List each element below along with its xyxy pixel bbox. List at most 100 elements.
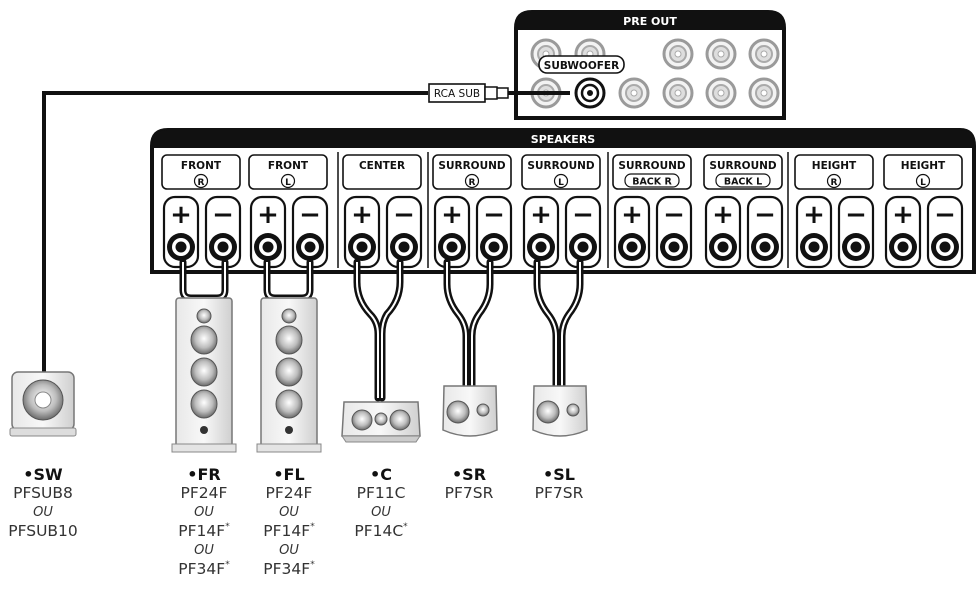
model-line: PF14F bbox=[263, 522, 311, 540]
channel-name: FRONT bbox=[268, 160, 309, 172]
rca-jack bbox=[705, 38, 737, 70]
rca-jack bbox=[662, 77, 694, 109]
channel-block: SURROUND L +− bbox=[521, 154, 602, 269]
negative-terminal: − bbox=[475, 195, 513, 269]
channel-block: CENTER +− bbox=[342, 154, 423, 269]
plus-symbol: + bbox=[892, 200, 914, 230]
speakers-title: SPEAKERS bbox=[531, 133, 596, 146]
footnote-mark: * bbox=[225, 522, 230, 532]
model-line: PF34F bbox=[263, 560, 311, 578]
minus-symbol: − bbox=[754, 200, 776, 230]
channel-side: L bbox=[920, 178, 926, 188]
negative-terminal: − bbox=[655, 195, 693, 269]
channel-side: R bbox=[198, 178, 205, 188]
negative-terminal: − bbox=[385, 195, 423, 269]
positive-terminal: + bbox=[522, 195, 560, 269]
channel-side: R bbox=[831, 178, 838, 188]
plus-symbol: + bbox=[257, 200, 279, 230]
or-separator: OU bbox=[33, 505, 53, 520]
surround-right-speaker-illustration bbox=[442, 385, 498, 437]
or-separator: OU bbox=[194, 543, 214, 558]
front-right-tower-illustration bbox=[171, 297, 237, 453]
negative-terminal: − bbox=[837, 195, 875, 269]
negative-terminal: − bbox=[564, 195, 602, 269]
negative-terminal: − bbox=[204, 195, 242, 269]
footnote-mark: * bbox=[310, 560, 315, 570]
channel-side: L bbox=[558, 178, 564, 188]
plus-symbol: + bbox=[803, 200, 825, 230]
model-line: PF14F bbox=[178, 522, 226, 540]
surround-left-speaker-illustration bbox=[532, 385, 588, 437]
rca-sub-cable: RCA SUB bbox=[42, 83, 570, 372]
rca-jack bbox=[618, 77, 650, 109]
pre-out-panel: PRE OUT SUBWOOFER bbox=[514, 10, 786, 120]
footnote-mark: * bbox=[225, 560, 230, 570]
negative-terminal: − bbox=[291, 195, 329, 269]
positive-terminal: + bbox=[795, 195, 833, 269]
minus-symbol: − bbox=[299, 200, 321, 230]
model-line: PF7SR bbox=[444, 484, 494, 502]
channel-name: SURROUND bbox=[438, 160, 505, 172]
subwoofer-rca-jack bbox=[574, 77, 606, 109]
channel-name: SURROUND bbox=[709, 160, 776, 172]
or-separator: OU bbox=[279, 543, 299, 558]
pre-out-title: PRE OUT bbox=[623, 15, 677, 28]
speaker-code: •FR bbox=[187, 465, 221, 484]
channel-name: SURROUND bbox=[527, 160, 594, 172]
front-left-tower-illustration bbox=[256, 297, 322, 453]
plus-symbol: + bbox=[441, 200, 463, 230]
channel-side: BACK L bbox=[724, 177, 762, 188]
model-line: PFSUB8 bbox=[13, 484, 73, 502]
speaker-code: •FL bbox=[273, 465, 305, 484]
positive-terminal: + bbox=[249, 195, 287, 269]
positive-terminal: + bbox=[343, 195, 381, 269]
minus-symbol: − bbox=[663, 200, 685, 230]
speaker-label-fr: •FR PF24F OU PF14F* OU PF34F* bbox=[149, 465, 259, 579]
or-separator: OU bbox=[279, 505, 299, 520]
plus-symbol: + bbox=[351, 200, 373, 230]
minus-symbol: − bbox=[393, 200, 415, 230]
rca-sub-label: RCA SUB bbox=[434, 88, 480, 100]
rca-jack bbox=[748, 38, 780, 70]
positive-terminal: + bbox=[884, 195, 922, 269]
negative-terminal: − bbox=[746, 195, 784, 269]
channel-block: HEIGHT L +− bbox=[883, 154, 964, 269]
positive-terminal: + bbox=[433, 195, 471, 269]
rca-jack bbox=[662, 38, 694, 70]
positive-terminal: + bbox=[704, 195, 742, 269]
plus-symbol: + bbox=[621, 200, 643, 230]
speaker-code: •SW bbox=[23, 465, 63, 484]
plus-symbol: + bbox=[170, 200, 192, 230]
speaker-label-sr: •SR PF7SR bbox=[414, 465, 524, 503]
channel-blocks: FRONTR+−FRONTL+−CENTER+−SURROUNDR+−SURRO… bbox=[161, 154, 964, 269]
model-line: PF24F bbox=[265, 484, 313, 502]
minus-symbol: − bbox=[483, 200, 505, 230]
or-separator: OU bbox=[194, 505, 214, 520]
channel-block: FRONT L +− bbox=[248, 154, 329, 269]
channel-name: CENTER bbox=[359, 160, 405, 172]
center-speaker-illustration bbox=[341, 401, 421, 443]
speaker-label-fl: •FL PF24F OU PF14F* OU PF34F* bbox=[234, 465, 344, 579]
model-line: PF24F bbox=[180, 484, 228, 502]
speaker-label-c: •C PF11C OU PF14C* bbox=[326, 465, 436, 541]
speaker-code: •SL bbox=[543, 465, 575, 484]
minus-symbol: − bbox=[934, 200, 956, 230]
plus-symbol: + bbox=[712, 200, 734, 230]
channel-side: L bbox=[285, 178, 291, 188]
subwoofer-illustration bbox=[9, 371, 77, 437]
footnote-mark: * bbox=[310, 522, 315, 532]
speakers-panel: SPEAKERS FRONTR+−FRONTL+−CENTER+−SURROUN… bbox=[150, 128, 976, 274]
or-separator: OU bbox=[371, 505, 391, 520]
model-line: PF34F bbox=[178, 560, 226, 578]
model-line: PF11C bbox=[356, 484, 406, 502]
minus-symbol: − bbox=[845, 200, 867, 230]
speaker-code: •SR bbox=[451, 465, 487, 484]
channel-name: HEIGHT bbox=[901, 160, 946, 172]
model-line: PF7SR bbox=[534, 484, 584, 502]
footnote-mark: * bbox=[403, 522, 408, 532]
model-line: PFSUB10 bbox=[8, 522, 78, 540]
